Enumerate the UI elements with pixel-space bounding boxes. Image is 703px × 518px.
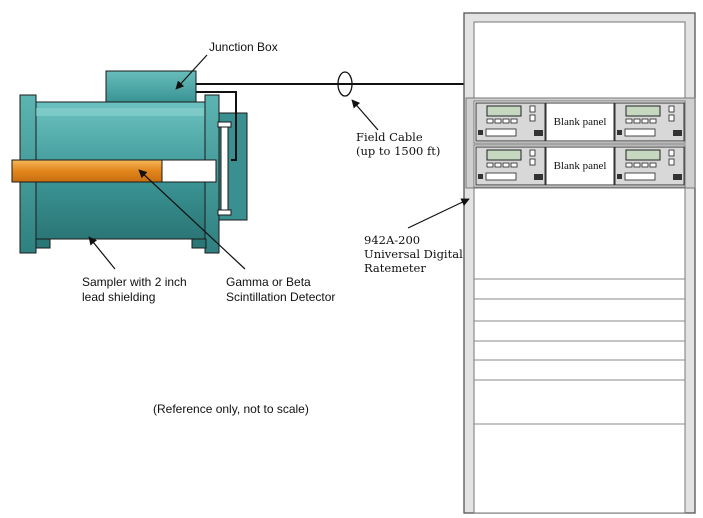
field-cable-label: Field Cable: [356, 130, 423, 144]
ratemeter-top-left: [475, 102, 546, 142]
instrument-row-top: [473, 100, 686, 144]
junction-box-label: Junction Box: [209, 40, 278, 54]
ratemeter-top-right: [614, 102, 685, 142]
ratemeter-leader: [407, 198, 470, 229]
ratemeter-bottom-left: [475, 146, 546, 186]
junction-box-leader: [175, 54, 208, 90]
detector-leader: [138, 169, 246, 270]
blank-panel-bottom: [545, 146, 615, 186]
reference-note: (Reference only, not to scale): [153, 402, 309, 416]
field-cable-length-label: (up to 1500 ft): [356, 144, 441, 158]
blank-panel-bottom-label: Blank panel: [553, 160, 607, 172]
equipment-rack: [463, 12, 696, 514]
detector-type-label: Scintillation Detector: [226, 290, 336, 304]
blank-panel-top: [545, 102, 615, 142]
detector-label: Gamma or Beta: [226, 275, 311, 289]
ratemeter-name-label: Universal Digital: [364, 247, 463, 261]
ratemeter-model-label: 942A-200: [364, 233, 421, 247]
junction-box: [105, 70, 197, 103]
rack-shelves: [474, 278, 685, 425]
sampler-leader: [88, 236, 116, 270]
sampler-shielding-label: lead shielding: [82, 290, 156, 304]
ratemeter-bottom-right: [614, 146, 685, 186]
sampler-label: Sampler with 2 inch: [82, 275, 187, 289]
detector-bracket: [220, 121, 229, 216]
rack-inner: [473, 21, 686, 514]
sampler: [11, 70, 248, 254]
sampler-foot-left: [35, 238, 51, 249]
field-cable-leader: [351, 99, 379, 131]
sampler-foot-right: [191, 238, 207, 249]
instrument-row-bottom: [473, 144, 686, 188]
blank-panel-top-label: Blank panel: [553, 116, 607, 128]
detector-cable: [196, 91, 237, 161]
field-cable-marker: [337, 71, 353, 97]
ratemeter-label: Ratemeter: [364, 261, 426, 275]
